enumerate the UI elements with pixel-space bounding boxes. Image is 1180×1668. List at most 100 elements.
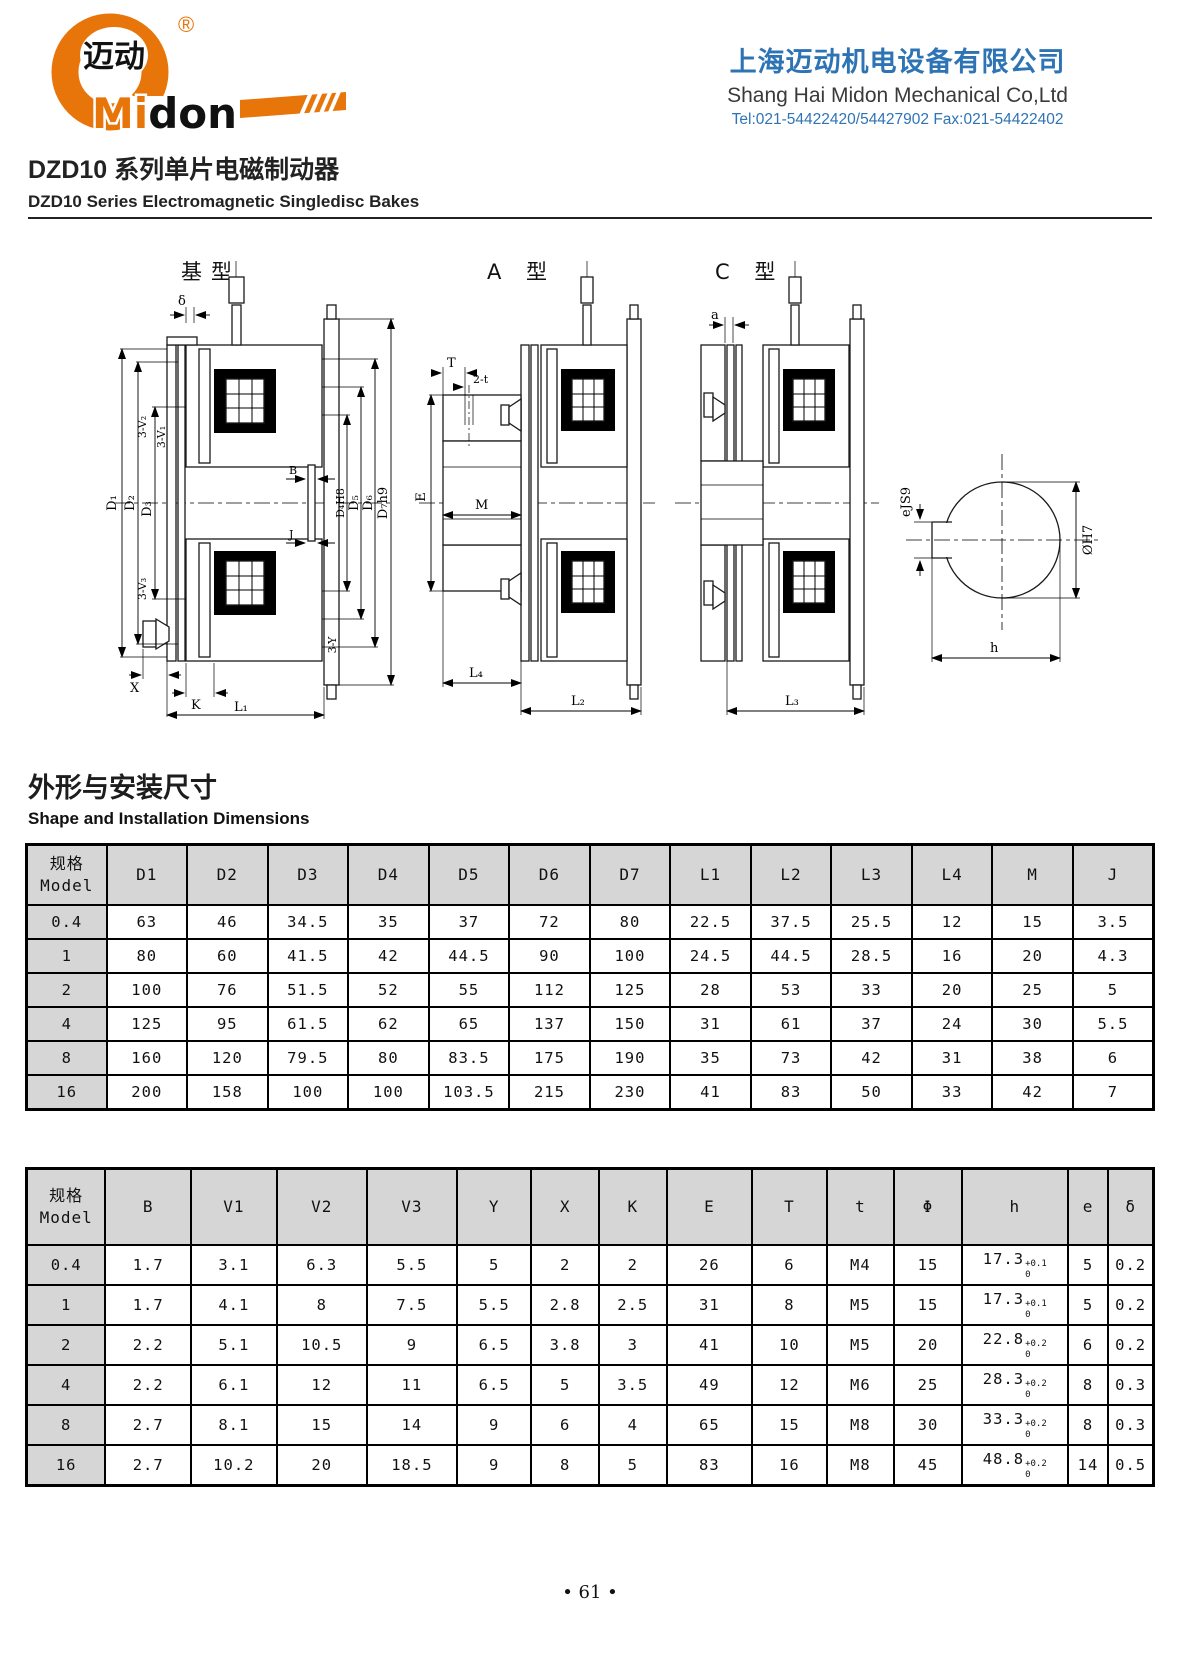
value-cell: 65 [427, 1006, 511, 1042]
value-cell: 0.2 [1107, 1244, 1155, 1286]
model-cell: 0.4 [25, 1244, 107, 1286]
value-cell: 18.5 [365, 1444, 458, 1487]
value-cell: 175 [508, 1040, 591, 1076]
col-header: Φ [893, 1167, 963, 1246]
value-cell: 3.5 [1071, 904, 1155, 940]
model-cell: 1 [25, 1284, 107, 1326]
value-cell: 160 [105, 1040, 189, 1076]
value-cell: 7.5 [365, 1284, 458, 1326]
value-cell: 65 [665, 1404, 754, 1446]
value-cell: 6.1 [190, 1364, 278, 1406]
value-cell: 6 [1066, 1324, 1110, 1366]
value-cell: 14 [365, 1404, 458, 1446]
model-cell: 1 [25, 938, 108, 974]
col-header: D5 [427, 843, 511, 906]
value-cell: 34.5 [266, 904, 350, 940]
value-cell: M4 [825, 1244, 896, 1286]
dim-label-d2: D₂ [123, 495, 138, 511]
value-cell: 2.8 [530, 1284, 600, 1326]
col-header: D2 [186, 843, 269, 906]
midon-logo-icon: 迈动 ® Midon [51, 12, 346, 141]
value-cell: 52 [347, 972, 430, 1008]
value-cell: 26 [665, 1244, 754, 1286]
value-cell: 42 [830, 1040, 913, 1076]
value-cell: 24 [910, 1006, 994, 1042]
company-name-cn: 上海迈动机电设备有限公司 [729, 47, 1066, 77]
page-title-en: DZD10 Series Electromagnetic Singledisc … [28, 192, 420, 211]
value-cell: 37 [427, 904, 511, 940]
value-cell: 103.5 [427, 1074, 511, 1111]
value-cell: 5 [530, 1364, 600, 1406]
section-title-cn: 外形与安装尺寸 [28, 773, 217, 803]
drawing-title-c: C 型 [715, 260, 784, 284]
value-cell: 83 [665, 1444, 754, 1487]
value-cell: 5 [455, 1244, 533, 1286]
value-cell: 5 [1066, 1284, 1110, 1326]
dim-label-k: K [191, 698, 201, 713]
value-cell: 3.8 [530, 1324, 600, 1366]
value-cell: 15 [275, 1404, 368, 1446]
value-cell: 6.3 [275, 1244, 368, 1286]
value-cell: 72 [508, 904, 591, 940]
value-cell: 25.5 [830, 904, 913, 940]
value-cell: 44.5 [749, 938, 833, 974]
dim-label-t: T [447, 356, 456, 371]
c-type-drawing: C 型 [675, 260, 879, 715]
value-cell: 1.7 [104, 1284, 193, 1326]
page-title-cn: DZD10 系列单片电磁制动器 [28, 156, 340, 184]
page-number: • 61 • [562, 1582, 618, 1603]
value-cell: 2.2 [104, 1364, 193, 1406]
value-cell: 79.5 [266, 1040, 350, 1076]
value-cell: M6 [825, 1364, 896, 1406]
logo-brand-cn: 迈动 [83, 39, 145, 75]
value-cell: 3.5 [597, 1364, 668, 1406]
dim-label-x: X [130, 681, 140, 696]
value-cell: 20 [910, 972, 994, 1008]
value-cell: 190 [588, 1040, 672, 1076]
value-cell: 125 [588, 972, 672, 1008]
value-cell: 5.1 [190, 1324, 278, 1366]
value-cell: 0.2 [1107, 1324, 1155, 1366]
value-cell: 33 [830, 972, 913, 1008]
value-cell: 8 [530, 1444, 600, 1487]
value-cell: 50 [830, 1074, 913, 1111]
value-cell: 120 [186, 1040, 269, 1076]
value-cell: 3.1 [190, 1244, 278, 1286]
value-cell: 73 [749, 1040, 833, 1076]
value-cell: 1.7 [104, 1244, 193, 1286]
col-header: Y [455, 1167, 533, 1246]
value-cell: 6 [751, 1244, 828, 1286]
col-header: δ [1107, 1167, 1155, 1246]
value-cell: 76 [186, 972, 269, 1008]
dim-label-2t: 2-t [473, 373, 489, 386]
value-cell: 41 [665, 1324, 754, 1366]
value-cell: 38 [991, 1040, 1074, 1076]
value-cell: 8 [275, 1284, 368, 1326]
value-cell: 90 [508, 938, 591, 974]
value-cell: 51.5 [266, 972, 350, 1008]
company-contact: Tel:021-54422420/54427902 Fax:021-544224… [731, 111, 1064, 128]
value-cell: 25 [893, 1364, 963, 1406]
value-cell: 80 [347, 1040, 430, 1076]
dim-label-m: M [475, 498, 488, 513]
dim-label-d1: D₁ [105, 495, 120, 511]
dim-label-h: h [990, 641, 999, 656]
dim-label-d4: D₄H8 [334, 488, 347, 518]
value-cell: 37.5 [749, 904, 833, 940]
value-cell: 2.5 [597, 1284, 668, 1326]
value-cell: M8 [825, 1444, 896, 1487]
value-cell: 28.5 [830, 938, 913, 974]
